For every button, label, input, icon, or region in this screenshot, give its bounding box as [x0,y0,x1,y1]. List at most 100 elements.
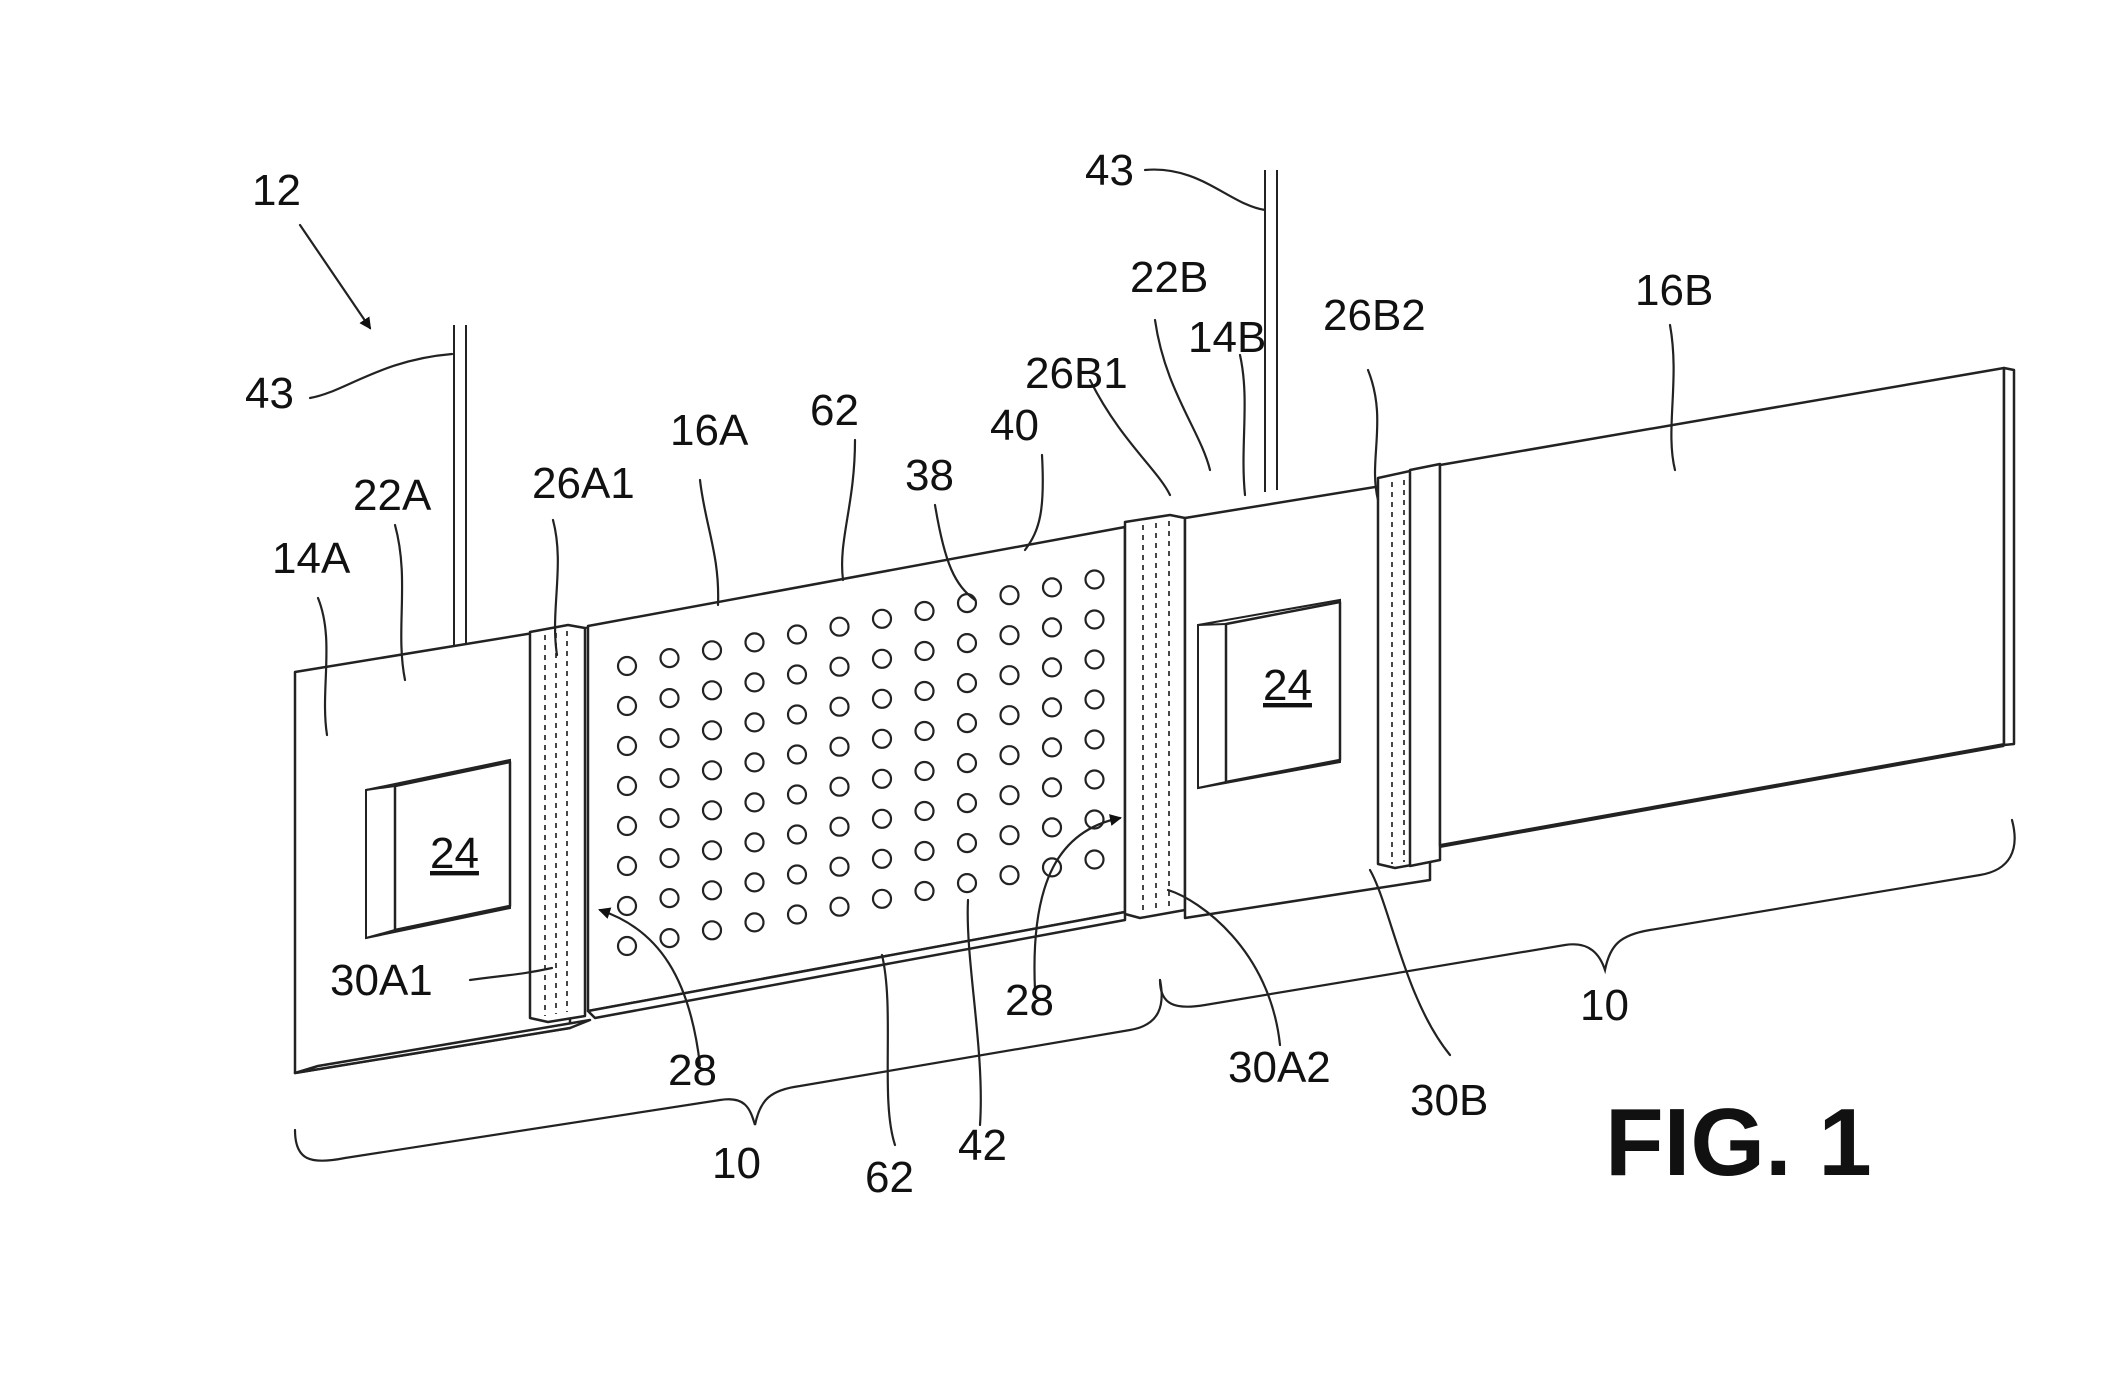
perforation-hole [958,754,976,772]
label-end-face-22b: 22B [1130,253,1208,302]
perforation-hole [873,850,891,868]
label-channel-26b2: 26B2 [1323,291,1426,340]
perforation-hole [1043,658,1061,676]
perforation-hole [958,594,976,612]
perforation-hole [1001,626,1019,644]
perforation-hole [831,818,849,836]
channel-26b2 [1378,464,1440,868]
channel-26b1 [1125,515,1185,918]
perforation-hole [916,642,934,660]
perforation-hole [661,769,679,787]
perforation-hole [1001,706,1019,724]
perforation-hole [1086,771,1104,789]
perforation-hole [618,897,636,915]
perforation-hole [831,658,849,676]
perforation-hole [703,641,721,659]
perforation-hole [958,634,976,652]
perforation-hole [661,849,679,867]
label-end-face-22a: 22A [353,471,432,520]
perforation-hole [788,626,806,644]
label-end-panel-14a: 14A [272,534,351,583]
perforation-hole [958,674,976,692]
perforation-hole [1086,571,1104,589]
label-module-10-right: 10 [1580,981,1629,1030]
perforation-hole [831,698,849,716]
hanger-rod-right [1265,170,1277,492]
perforation-hole [873,810,891,828]
label-window-24-b: 24 [1263,661,1312,710]
perforation-hole [703,761,721,779]
label-channel-26a1: 26A1 [532,459,635,508]
perforation-hole [703,801,721,819]
perforation-hole [1043,738,1061,756]
perforation-hole [1001,666,1019,684]
perforation-hole [746,713,764,731]
perforation-hole [788,706,806,724]
perforation-hole [618,697,636,715]
perforation-hole [873,610,891,628]
perforation-hole [1086,651,1104,669]
label-panel-16a: 16A [670,406,749,455]
figure-title: FIG. 1 [1605,1089,1872,1196]
perforation-hole [703,681,721,699]
perforation-hole [618,657,636,675]
label-hanger-43-right: 43 [1085,146,1134,195]
perforation-hole [661,649,679,667]
perforation-hole [788,906,806,924]
hanger-rod-left [454,325,466,650]
perforation-hole [1001,826,1019,844]
label-channel-30a2: 30A2 [1228,1043,1331,1092]
label-end-panel-14b: 14B [1188,313,1266,362]
perforation-hole [618,817,636,835]
perforation-hole [958,714,976,732]
perforation-hole [873,890,891,908]
perforation-hole [916,762,934,780]
label-top-edge-40: 40 [990,401,1039,450]
label-hole-42: 42 [958,1121,1007,1170]
perforation-hole [831,858,849,876]
perforation-hole [1086,691,1104,709]
perforation-hole [746,633,764,651]
perforation-hole [1001,586,1019,604]
label-edge-62-top: 62 [810,386,859,435]
panel-16b [1440,368,2014,846]
label-arrow-28-right: 28 [1005,976,1054,1025]
perforation-hole [661,929,679,947]
perforation-hole [618,737,636,755]
perforation-hole [661,689,679,707]
perforation-hole [873,690,891,708]
perforation-hole [916,682,934,700]
label-assembly-12: 12 [252,166,301,215]
perforation-hole [1001,786,1019,804]
perforation-hole [958,874,976,892]
label-channel-30a1: 30A1 [330,956,433,1005]
perforation-hole [916,722,934,740]
label-hole-row-38: 38 [905,451,954,500]
perforation-hole [873,770,891,788]
label-window-24-a: 24 [430,829,479,878]
perforation-hole [703,881,721,899]
perforation-hole [1043,818,1061,836]
perforation-hole [788,866,806,884]
perforation-hole [831,898,849,916]
perforation-hole [958,834,976,852]
label-channel-30b: 30B [1410,1076,1488,1125]
perforation-hole [788,746,806,764]
perforation-hole [916,842,934,860]
perforation-hole [958,794,976,812]
perforation-hole [831,778,849,796]
label-panel-16b: 16B [1635,266,1713,315]
perforation-hole [916,882,934,900]
perforation-hole [1086,851,1104,869]
perforation-hole [703,721,721,739]
label-edge-62-bottom: 62 [865,1153,914,1202]
perforation-hole [1043,618,1061,636]
perforation-hole [618,777,636,795]
perforation-hole [1086,611,1104,629]
arrow-12 [300,225,370,328]
perforation-hole [746,913,764,931]
perforation-hole [831,618,849,636]
perforation-hole [746,673,764,691]
perforation-hole [661,809,679,827]
